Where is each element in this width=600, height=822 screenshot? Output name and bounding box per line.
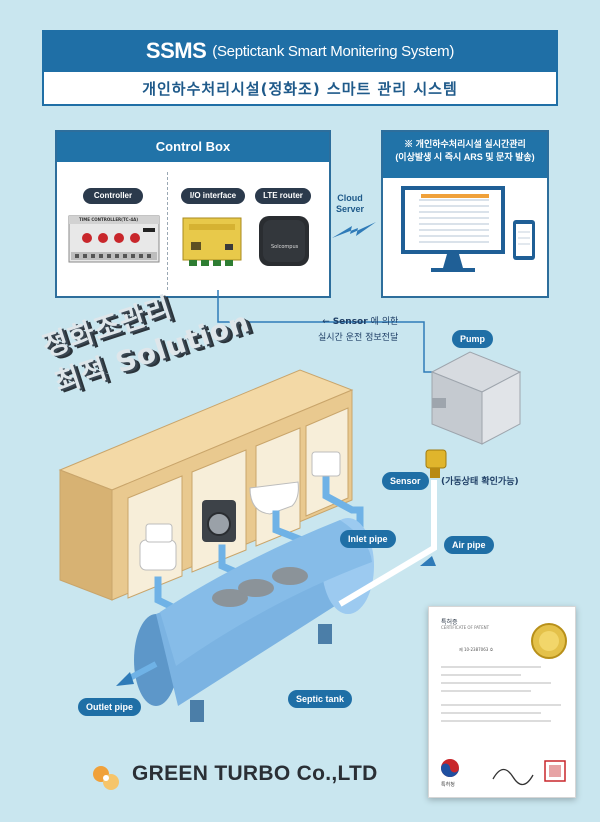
patent-number: 제 10-2387063 호	[459, 647, 494, 652]
patent-subtitle: CERTIFICATE OF PATENT	[441, 625, 490, 630]
monitoring-line2: (이상발생 시 즉시 ARS 및 문자 발송)	[395, 152, 535, 162]
patent-title: 특허증	[441, 619, 458, 626]
control-box-panel: Control Box Controller I/O interface LTE…	[55, 130, 331, 298]
air-pipe	[338, 480, 437, 607]
taegeuk-emblem-icon	[441, 759, 459, 777]
outlet-pipe-label: Outlet pipe	[78, 698, 141, 716]
sensor-note-line2: 실시간 운전 정보전달	[318, 333, 399, 343]
cloud-server-label: Cloud Server	[336, 193, 364, 215]
green-turbo-logo-icon	[93, 766, 119, 790]
inlet-pipe-label: Inlet pipe	[340, 530, 396, 548]
monitor-device-image	[401, 186, 535, 272]
pump	[430, 351, 522, 445]
monitoring-line1: ※ 개인하수처리시설 실시간관리	[404, 139, 526, 149]
cabinet	[58, 369, 354, 601]
cloud-label-line2: Server	[336, 204, 365, 214]
septic-tank-label: Septic tank	[288, 690, 353, 708]
controller-device-image	[68, 215, 160, 263]
pump-label: Pump	[452, 330, 494, 348]
gold-seal-icon	[531, 623, 567, 659]
io-interface-device-image	[182, 217, 242, 266]
divider	[167, 172, 168, 290]
signature-stamp	[492, 760, 566, 786]
patent-certificate: 특허증 CERTIFICATE OF PATENT 제 10-2387063 호…	[428, 606, 576, 798]
sensor	[425, 449, 447, 478]
sensor-label: Sensor	[382, 472, 429, 490]
system-illustration	[58, 290, 522, 722]
company-name: GREEN TURBO Co.,LTD	[132, 762, 378, 785]
io-interface-label: I/O interface	[181, 188, 245, 204]
title-bar: SSMS (Septictank Smart Monitering System…	[42, 30, 558, 72]
title-main: SSMS	[145, 38, 207, 63]
sensor-signal-line	[217, 290, 434, 373]
sensor-note: ← Sensor 에 의한 실시간 운전 정보전달	[318, 314, 398, 346]
controller-label: Controller	[83, 188, 143, 204]
subtitle: 개인하수처리시설(정화조) 스마트 관리 시스템	[42, 72, 558, 106]
controller-device-text: TIME CONTROLLER(TC-4A)	[79, 217, 139, 222]
septic-tank	[134, 518, 374, 722]
air-pipe-label: Air pipe	[444, 536, 494, 554]
monitoring-panel: ※ 개인하수처리시설 실시간관리 (이상발생 시 즉시 ARS 및 문자 발송)	[381, 130, 549, 298]
air-arrow-icon	[420, 556, 436, 566]
router-brand-text: Solcompus	[271, 244, 299, 250]
patent-issuer: 특허청	[441, 782, 455, 788]
outlet-arrow-icon	[116, 672, 134, 686]
patent-text-lines	[441, 666, 561, 722]
lte-router-device-image	[259, 216, 309, 266]
sensor-note-rest: 에 의한	[367, 317, 399, 327]
sensor-note-bold: Sensor	[332, 317, 368, 327]
sensor-note-arrow: ←	[322, 317, 333, 327]
cloud-label-line1: Cloud	[337, 193, 363, 203]
title-sub: (Septictank Smart Monitering System)	[212, 42, 455, 60]
monitoring-title: ※ 개인하수처리시설 실시간관리 (이상발생 시 즉시 ARS 및 문자 발송)	[383, 132, 547, 178]
lte-router-label: LTE router	[255, 188, 311, 204]
sensor-caption: (가동상태 확인가능)	[441, 477, 519, 487]
lightning-link-icon	[332, 222, 376, 238]
control-box-title: Control Box	[57, 132, 329, 162]
